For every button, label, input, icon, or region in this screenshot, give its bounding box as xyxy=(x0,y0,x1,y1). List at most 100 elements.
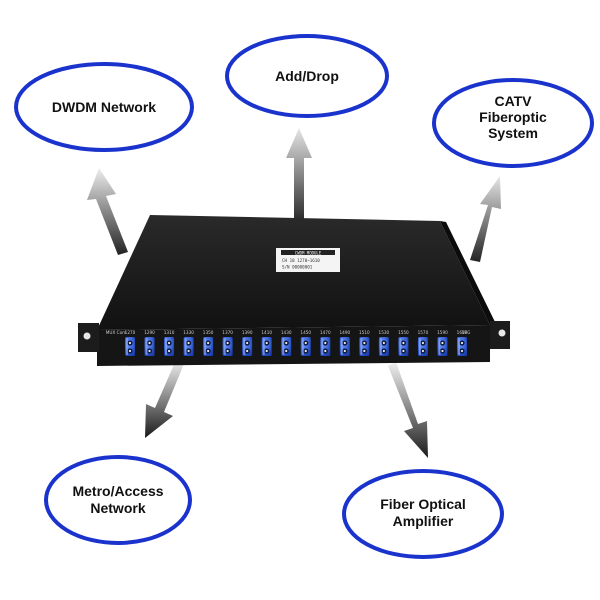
bubble-dwdm-network: DWDM Network xyxy=(14,62,194,152)
port-label: 1490 xyxy=(339,330,350,335)
port-label: MUX Com xyxy=(106,330,126,335)
lc-port-ferrule xyxy=(441,341,444,345)
lc-port-highlight xyxy=(379,338,382,355)
bubble-amplifier-line-2: Amplifier xyxy=(393,513,454,529)
lc-port-highlight xyxy=(340,338,343,355)
lc-port-ferrule xyxy=(226,349,229,353)
port-label: 1270 xyxy=(125,330,136,335)
lc-port-highlight xyxy=(243,338,246,355)
lc-port-ferrule xyxy=(207,349,210,353)
lc-port[interactable] xyxy=(203,337,214,356)
lc-port-ferrule xyxy=(382,341,385,345)
device-label-line-2: CH 18 1270~1610 xyxy=(282,258,320,263)
lc-port[interactable] xyxy=(125,337,135,356)
lc-port[interactable] xyxy=(281,337,292,356)
lc-port-ferrule xyxy=(187,349,190,353)
port-label: 1370 xyxy=(222,330,233,335)
lc-port-ferrule xyxy=(265,349,268,353)
bubble-catv-line-2: Fiberoptic xyxy=(479,109,547,125)
lc-port[interactable] xyxy=(300,337,311,356)
lc-port-ferrule xyxy=(128,341,132,345)
lc-port-ferrule xyxy=(265,341,268,345)
bubble-metro-line-1: Metro/Access xyxy=(72,483,163,499)
device-label-line-1: CWDM MODULE xyxy=(295,250,322,255)
lc-port[interactable] xyxy=(144,337,155,356)
lc-port-ferrule xyxy=(402,341,405,345)
arrow-to-metro xyxy=(145,360,184,438)
device-label-line-3: S/N 00000001 xyxy=(282,265,313,270)
lc-port-ferrule xyxy=(421,341,425,345)
chassis-right-side xyxy=(440,221,497,326)
bubble-metro-line-2: Network xyxy=(90,500,145,516)
device-label: CWDM MODULE CH 18 1270~1610 S/N 00000001 xyxy=(276,248,340,272)
bubble-dwdm-network-text: DWDM Network xyxy=(52,99,156,115)
bubble-fiber-optical-amplifier: Fiber Optical Amplifier xyxy=(342,469,504,559)
port-row xyxy=(125,337,467,356)
lc-port[interactable] xyxy=(437,337,448,356)
lc-port-ferrule xyxy=(304,349,307,353)
port-label: 1610 xyxy=(457,330,468,335)
lc-port[interactable] xyxy=(164,337,175,356)
port-label: 1450 xyxy=(300,330,311,335)
bubble-catv-fiberoptic-system: CATV Fiberoptic System xyxy=(432,78,594,168)
lc-port[interactable] xyxy=(183,337,194,356)
ear-hole-right xyxy=(498,329,506,337)
lc-port-ferrule xyxy=(441,349,444,353)
port-label: 1290 xyxy=(144,330,155,335)
bubble-amplifier-line-1: Fiber Optical xyxy=(380,496,466,512)
lc-port-ferrule xyxy=(460,349,464,353)
port-label: 1510 xyxy=(359,330,370,335)
port-label: 1570 xyxy=(418,330,429,335)
lc-port-ferrule xyxy=(324,341,327,345)
lc-port[interactable] xyxy=(320,337,331,356)
lc-port-ferrule xyxy=(207,341,210,345)
port-label: 1530 xyxy=(379,330,390,335)
lc-port-ferrule xyxy=(187,341,190,345)
lc-port-ferrule xyxy=(421,349,425,353)
lc-port-highlight xyxy=(301,338,304,355)
bubble-metro-access-network: Metro/Access Network xyxy=(44,455,192,545)
arrow-to-dwdm xyxy=(87,168,128,255)
lc-port-highlight xyxy=(145,338,148,355)
bubble-catv-line-1: CATV xyxy=(494,93,532,109)
lc-port[interactable] xyxy=(222,337,233,356)
cwdm-rack-module: CWDM MODULE CH 18 1270~1610 S/N 00000001… xyxy=(78,215,510,366)
lc-port-ferrule xyxy=(324,349,327,353)
port-label: 1410 xyxy=(261,330,272,335)
lc-port-ferrule xyxy=(382,349,385,353)
lc-port-ferrule xyxy=(246,341,249,345)
chassis-top xyxy=(97,215,490,330)
lc-port-ferrule xyxy=(226,341,229,345)
port-label: 1470 xyxy=(320,330,331,335)
arrow-to-amplifier xyxy=(388,362,428,458)
lc-port[interactable] xyxy=(417,337,428,356)
port-label: 1550 xyxy=(398,330,409,335)
lc-port[interactable] xyxy=(339,337,350,356)
port-label: 1590 xyxy=(437,330,448,335)
arrow-to-adddrop xyxy=(286,128,312,224)
lc-port-ferrule xyxy=(363,349,366,353)
lc-port-highlight xyxy=(438,338,441,355)
lc-port[interactable] xyxy=(242,337,253,356)
ear-hole-left xyxy=(83,332,91,340)
lc-port-highlight xyxy=(165,338,168,355)
lc-port-ferrule xyxy=(246,349,249,353)
lc-port-ferrule xyxy=(148,341,151,345)
lc-port-ferrule xyxy=(343,341,346,345)
lc-port-highlight xyxy=(184,338,187,355)
lc-port[interactable] xyxy=(398,337,409,356)
lc-port-ferrule xyxy=(460,341,464,345)
lc-port[interactable] xyxy=(261,337,272,356)
lc-port-highlight xyxy=(321,338,324,355)
lc-port[interactable] xyxy=(378,337,389,356)
lc-port-ferrule xyxy=(285,349,288,353)
port-label: 1390 xyxy=(242,330,253,335)
lc-port-highlight xyxy=(262,338,265,355)
port-label: UPG xyxy=(462,330,471,335)
port-label: 1310 xyxy=(164,330,175,335)
lc-port-highlight xyxy=(126,338,128,355)
lc-port[interactable] xyxy=(359,337,370,356)
lc-port[interactable] xyxy=(457,337,467,356)
